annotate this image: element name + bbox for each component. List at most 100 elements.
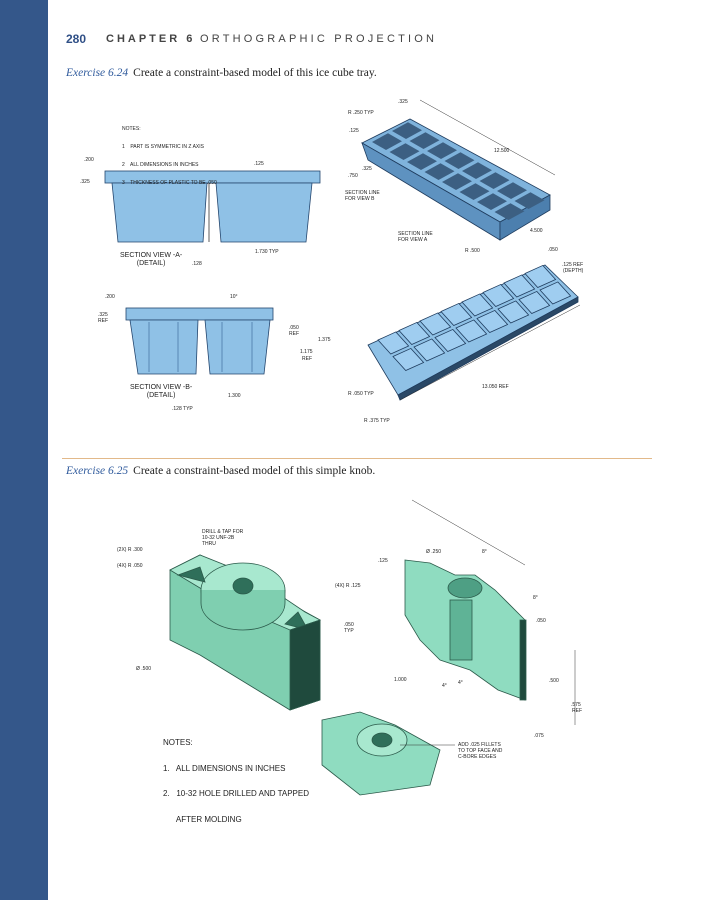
dim-label: 10° [230, 294, 238, 300]
label-line: SECTION LINE [345, 190, 380, 196]
caption-subtitle: (DETAIL) [146, 392, 176, 399]
dim-label: REF [572, 708, 582, 714]
dim-label: 4.500 [530, 228, 543, 234]
exercise-text: Create a constraint-based model of this … [133, 465, 376, 477]
label-line: DRILL & TAP FOR [202, 529, 244, 535]
dim-label: 4° [442, 683, 447, 689]
dim-label: REF [302, 356, 312, 362]
dim-label: .050 [289, 325, 299, 331]
label-line: FOR VIEW B [345, 196, 375, 202]
tray-cube [434, 328, 467, 353]
tray-cell [459, 183, 490, 200]
tray-cell [442, 173, 472, 190]
dim-label: Ø .500 [136, 666, 152, 672]
dim-label: .325 [362, 166, 372, 172]
note-line: NOTES: [163, 738, 193, 747]
tray-cell [427, 142, 457, 159]
label-line: 10-32 UNF-2B [202, 535, 235, 541]
dim-label: 12.500 [494, 148, 510, 154]
dim-label: 1.000 [394, 677, 407, 683]
knob-iso [169, 554, 322, 711]
dim-label: 13.050 REF [482, 384, 509, 390]
note-line: 2. 10-32 HOLE DRILLED AND TAPPED [163, 789, 309, 798]
dim-label: .125 [378, 558, 388, 564]
dim-label: 8° [533, 595, 538, 601]
dim-label: .200 [84, 157, 94, 163]
page-margin-band [0, 0, 48, 900]
tray-cube [476, 309, 509, 334]
dim-label: (4X) R .050 [117, 563, 143, 569]
label-line: THRU [202, 541, 216, 547]
dim-label: .500 [549, 678, 559, 684]
dim-label: REF [98, 318, 108, 324]
caption-title: SECTION VIEW -B- [130, 384, 193, 391]
exercise-number: Exercise 6.25 [66, 465, 129, 477]
tray-cell [424, 163, 455, 180]
tray-cell [479, 172, 510, 189]
note-line: NOTES: [122, 126, 141, 132]
dim-label: R .050 TYP [348, 391, 374, 397]
dim-label: 1.300 [228, 393, 241, 399]
tray-cell [514, 192, 545, 209]
exercise-6-25-heading: Exercise 6.25 Create a constraint-based m… [66, 465, 375, 477]
dim-label: .125 [349, 128, 359, 134]
note-line: 3 THICKNESS OF PLASTIC TO BE .050 [122, 180, 217, 186]
tray-cube [419, 312, 452, 336]
tray-cube [503, 274, 536, 298]
chapter-title: ORTHOGRAPHIC PROJECTION [200, 33, 438, 45]
section-divider [62, 458, 652, 459]
note-line: 1 PART IS SYMMETRIC IN Z AXIS [122, 144, 204, 150]
tray-cube [461, 293, 494, 317]
tray-cube [398, 321, 431, 346]
tray-cube [497, 300, 530, 324]
ice-tray-iso-top [361, 118, 551, 241]
tray-cell [494, 203, 525, 220]
tray-cell [444, 152, 475, 169]
leader-lines [399, 99, 581, 746]
dim-label: 4° [458, 680, 463, 686]
dim-label: (4X) R .125 [335, 583, 361, 589]
dim-label: R .500 [465, 248, 480, 254]
label-line: SECTION LINE [398, 231, 433, 237]
dim-label: .075 [534, 733, 544, 739]
dim-label: 1.175 [300, 349, 313, 355]
caption-subtitle: (DETAIL) [136, 260, 166, 267]
tray-cell [392, 122, 422, 139]
tray-cube [413, 338, 446, 362]
dim-label: .050 [344, 622, 354, 628]
dim-label: (DEPTH) [563, 268, 584, 274]
dim-label: (2X) R .300 [117, 547, 143, 553]
dim-label: 1.375 [318, 337, 331, 343]
dim-label: 8° [482, 549, 487, 555]
dim-label: .050 [536, 618, 546, 624]
chapter-label: CHAPTER 6 [106, 33, 196, 45]
dim-label: .325 [398, 99, 408, 105]
tray-cell [477, 193, 507, 210]
tray-notes: NOTES: 1 PART IS SYMMETRIC IN Z AXIS 2 A… [122, 114, 217, 198]
dim-label: 1.730 TYP [255, 249, 279, 255]
dim-label: .050 [548, 247, 558, 253]
dim-label: .325 [98, 312, 108, 318]
tray-cube [377, 331, 410, 355]
tray-cell [409, 132, 440, 149]
dim-label: .125 REF [562, 262, 584, 268]
label-line: C-BORE EDGES [458, 754, 497, 760]
dim-label: .750 [348, 173, 358, 179]
note-line: 1. ALL DIMENSIONS IN INCHES [163, 763, 286, 773]
tray-cell [389, 143, 420, 160]
tray-cell [372, 133, 402, 150]
dim-label: .200 [105, 294, 115, 300]
dim-label: .575 [571, 702, 581, 708]
dim-label: R .375 TYP [364, 418, 390, 424]
note-line: 2 ALL DIMENSIONS IN INCHES [122, 162, 199, 168]
dim-label: .325 [80, 179, 90, 185]
knob-section [404, 559, 527, 701]
section-view-a [104, 170, 321, 243]
